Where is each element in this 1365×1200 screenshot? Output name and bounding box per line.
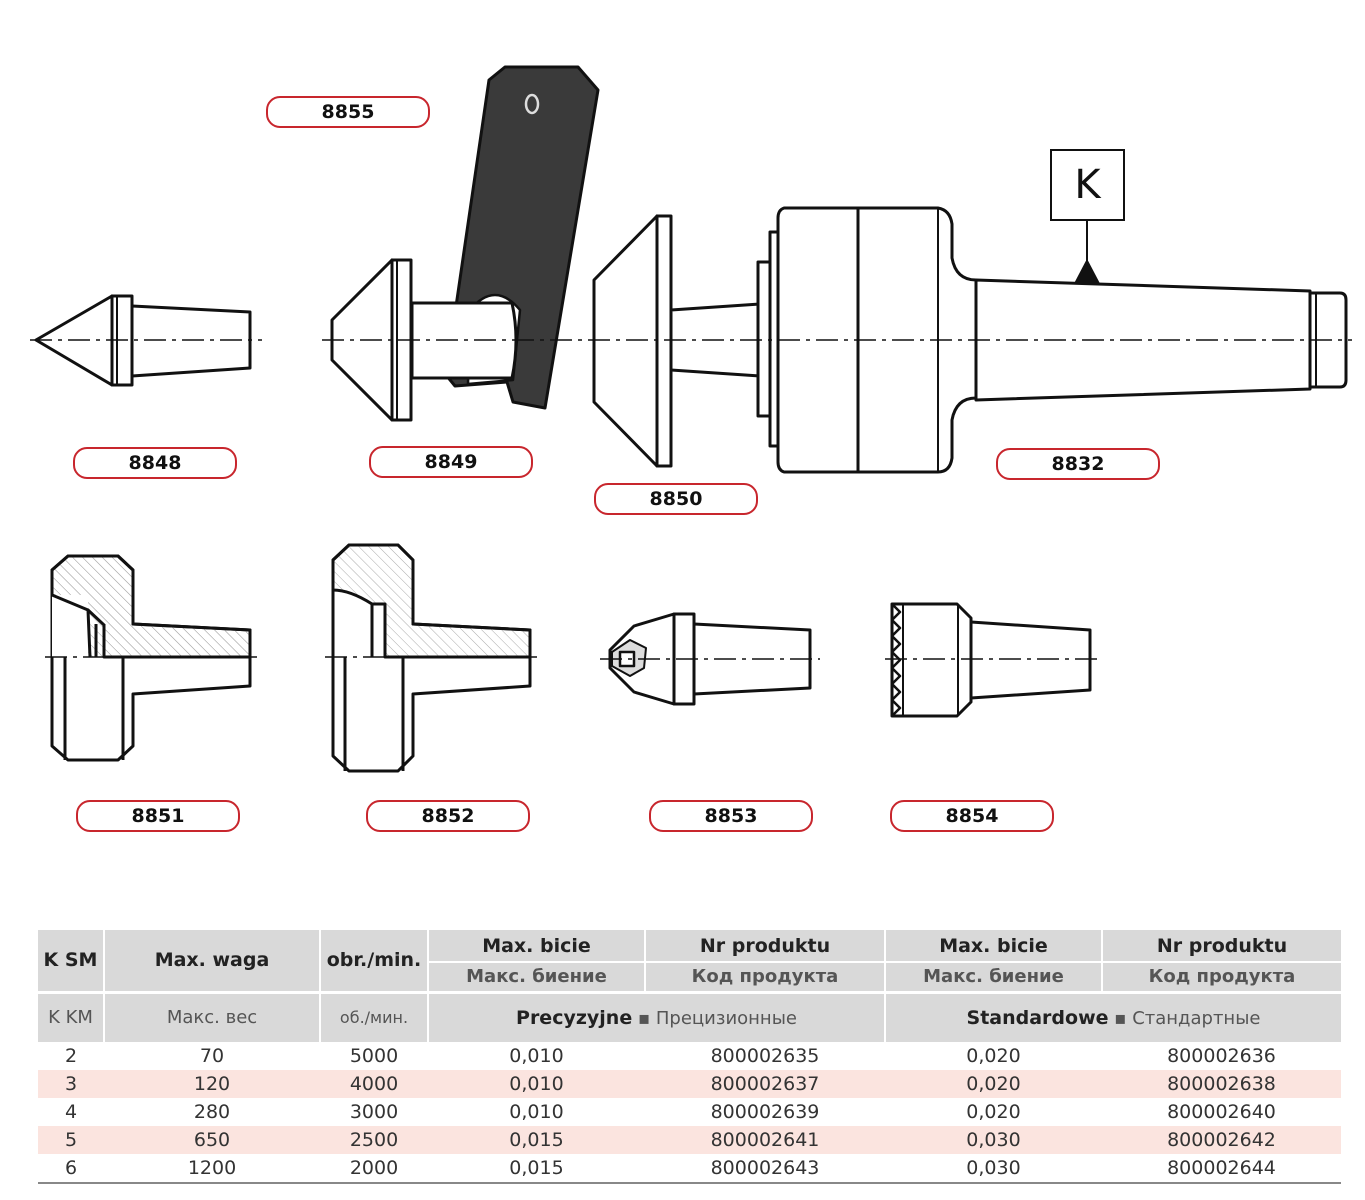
table-row: 3 120 4000 0,010 800002637 0,020 8000026…: [38, 1070, 1341, 1098]
cell-k: 5: [38, 1126, 104, 1154]
cell-waga: 1200: [104, 1154, 320, 1184]
header-max-bicie-standard: Max. bicie: [884, 930, 1102, 962]
cell-waga: 650: [104, 1126, 320, 1154]
technical-drawing: [30, 65, 1352, 773]
live-center-body-8832: [756, 206, 1348, 474]
cell-bicie-standard: 0,020: [966, 1101, 1021, 1123]
label-8850: 8850: [594, 483, 758, 515]
specification-table: K SM Max. waga obr./min. Max. bicie Nr p…: [38, 930, 1341, 1184]
precise-label-pl: Precyzyjne: [516, 1006, 633, 1029]
k-dimension-marker: K: [1050, 149, 1125, 221]
cell-waga: 280: [193, 1101, 231, 1123]
label-8848: 8848: [73, 447, 237, 479]
header-standard-group: Standardowe ▪ Стандартные: [884, 990, 1341, 1042]
cell-bicie-standard: 0,030: [885, 1126, 1102, 1154]
cell-nr-standard: 800002638: [1102, 1070, 1341, 1098]
cell-obr: 4000: [320, 1070, 428, 1098]
cell-obr: 3000: [349, 1101, 399, 1123]
header-kod-produkta-standard: Код продукта: [1101, 961, 1341, 992]
bullet-icon: ▪: [1114, 1007, 1127, 1029]
label-8832: 8832: [996, 448, 1160, 480]
cell-nr-standard: 800002642: [1102, 1126, 1341, 1154]
header-kkm: K KM: [38, 990, 104, 1042]
cell-obr: 2500: [320, 1126, 428, 1154]
cell-k: 2: [64, 1045, 78, 1067]
label-8853: 8853: [649, 800, 813, 832]
header-max-bicie-precise: Max. bicie: [427, 930, 645, 962]
header-max-bienie-standard: Макс. биение: [884, 961, 1102, 992]
cell-k: 4: [64, 1101, 78, 1123]
cell-k: 6: [38, 1154, 104, 1184]
header-obr-min: obr./min.: [319, 930, 428, 992]
precise-label-ru: Прецизионные: [655, 1007, 797, 1029]
cup-center-8851: [50, 554, 252, 762]
standard-label-pl: Standardowe: [966, 1006, 1109, 1029]
serrated-center-8854: [890, 602, 1092, 718]
center-lines: [30, 339, 1352, 660]
header-max-waga: Max. waga: [103, 930, 320, 992]
cell-nr-precise: 800002639: [710, 1101, 820, 1123]
cell-k: 3: [38, 1070, 104, 1098]
label-8855: 8855: [266, 96, 430, 128]
table-row: 5 650 2500 0,015 800002641 0,030 8000026…: [38, 1126, 1341, 1154]
cell-waga: 120: [104, 1070, 320, 1098]
label-8854: 8854: [890, 800, 1054, 832]
table-row: 2 70 5000 0,010 800002635 0,020 80000263…: [38, 1042, 1341, 1070]
cell-nr-precise: 800002635: [710, 1045, 820, 1067]
cell-nr-standard: 800002636: [1167, 1045, 1276, 1067]
cell-obr: 5000: [349, 1045, 399, 1067]
cell-bicie-precise: 0,015: [428, 1154, 645, 1184]
header-precise-group: Precyzyjne ▪ Прецизионные: [427, 990, 885, 1042]
cell-bicie-standard: 0,020: [966, 1045, 1021, 1067]
cell-nr-precise: 800002641: [645, 1126, 885, 1154]
header-nr-produktu-precise: Nr produktu: [644, 930, 885, 962]
bullet-icon: ▪: [637, 1007, 651, 1029]
cell-nr-precise: 800002643: [645, 1154, 885, 1184]
header-nr-produktu-standard: Nr produktu: [1101, 930, 1341, 962]
cell-bicie-precise: 0,015: [428, 1126, 645, 1154]
table-row: 4 280 3000 0,010 800002639 0,020 8000026…: [38, 1098, 1341, 1126]
cell-bicie-standard: 0,030: [885, 1154, 1102, 1184]
header-ksm: K SM: [43, 949, 98, 972]
label-8852: 8852: [366, 800, 530, 832]
standard-label-ru: Стандартные: [1132, 1007, 1261, 1029]
cell-nr-standard: 800002644: [1102, 1154, 1341, 1184]
cup-center-8852: [331, 543, 532, 773]
cell-bicie-precise: 0,010: [509, 1045, 564, 1067]
cell-obr: 2000: [320, 1154, 428, 1184]
header-ob-min: об./мин.: [319, 990, 428, 1042]
cell-bicie-standard: 0,020: [885, 1070, 1102, 1098]
header-max-bienie-precise: Макс. биение: [427, 961, 645, 992]
table-row: 6 1200 2000 0,015 800002643 0,030 800002…: [38, 1154, 1341, 1184]
label-8851: 8851: [76, 800, 240, 832]
header-maks-ves: Макс. вес: [103, 990, 320, 1042]
header-kod-produkta-precise: Код продукта: [644, 961, 885, 992]
reverse-cone-8850: [592, 214, 762, 468]
cell-waga: 70: [199, 1045, 225, 1067]
label-8849: 8849: [369, 446, 533, 478]
cell-bicie-precise: 0,010: [509, 1101, 564, 1123]
cell-bicie-precise: 0,010: [428, 1070, 645, 1098]
cell-nr-precise: 800002637: [645, 1070, 885, 1098]
cell-nr-standard: 800002640: [1167, 1101, 1276, 1123]
